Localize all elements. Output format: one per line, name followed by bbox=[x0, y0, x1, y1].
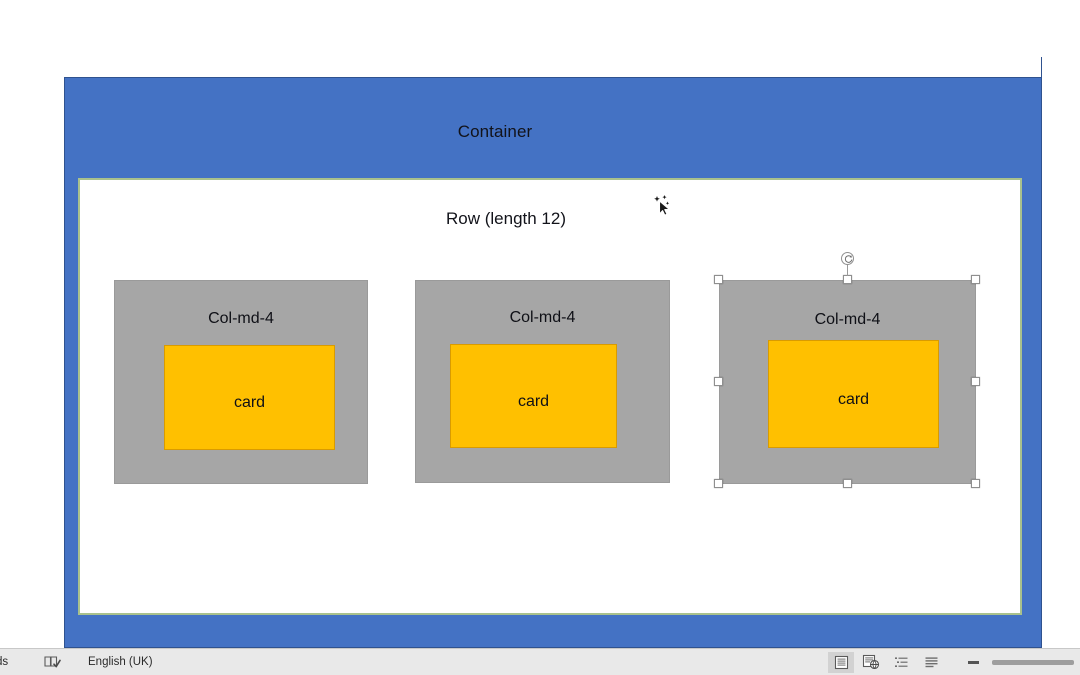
resize-handle-top-center[interactable] bbox=[843, 275, 852, 284]
column-label-2: Col-md-4 bbox=[509, 309, 576, 326]
card-shape-3[interactable]: card bbox=[768, 340, 939, 448]
row-label: Row (length 12) bbox=[445, 209, 566, 228]
draft-icon[interactable] bbox=[918, 652, 944, 673]
status-bar-right bbox=[828, 649, 1080, 675]
zoom-out-icon[interactable] bbox=[962, 652, 984, 672]
resize-handle-middle-right[interactable] bbox=[971, 377, 980, 386]
card-label-3: card bbox=[837, 391, 870, 408]
resize-handle-middle-left[interactable] bbox=[714, 377, 723, 386]
outline-icon[interactable] bbox=[888, 652, 914, 673]
card-shape-2[interactable]: card bbox=[450, 344, 617, 448]
word-count-label[interactable]: ds bbox=[0, 656, 9, 668]
status-bar: ds English (UK) bbox=[0, 648, 1080, 675]
resize-handle-bottom-center[interactable] bbox=[843, 479, 852, 488]
document-canvas[interactable]: Container Row (length 12) Col-md-4 card … bbox=[0, 0, 1080, 648]
rotation-handle-stem bbox=[847, 264, 848, 276]
page-right-edge bbox=[1041, 57, 1042, 648]
container-label: Container bbox=[457, 122, 533, 141]
status-bar-left: ds English (UK) bbox=[0, 649, 153, 675]
resize-handle-top-left[interactable] bbox=[714, 275, 723, 284]
resize-handle-bottom-left[interactable] bbox=[714, 479, 723, 488]
print-layout-icon[interactable] bbox=[828, 651, 854, 673]
column-label-1: Col-md-4 bbox=[208, 310, 274, 327]
card-label-1: card bbox=[233, 394, 266, 411]
card-label-2: card bbox=[517, 393, 550, 410]
web-layout-icon[interactable] bbox=[858, 652, 884, 673]
spell-check-icon[interactable] bbox=[42, 654, 62, 670]
rotate-icon[interactable] bbox=[841, 252, 854, 265]
language-label[interactable]: English (UK) bbox=[88, 656, 153, 668]
resize-handle-bottom-right[interactable] bbox=[971, 479, 980, 488]
card-shape-1[interactable]: card bbox=[164, 345, 335, 450]
column-label-3: Col-md-4 bbox=[814, 311, 881, 328]
resize-handle-top-right[interactable] bbox=[971, 275, 980, 284]
zoom-slider-track[interactable] bbox=[992, 659, 1074, 665]
zoom-slider[interactable] bbox=[992, 654, 1074, 670]
